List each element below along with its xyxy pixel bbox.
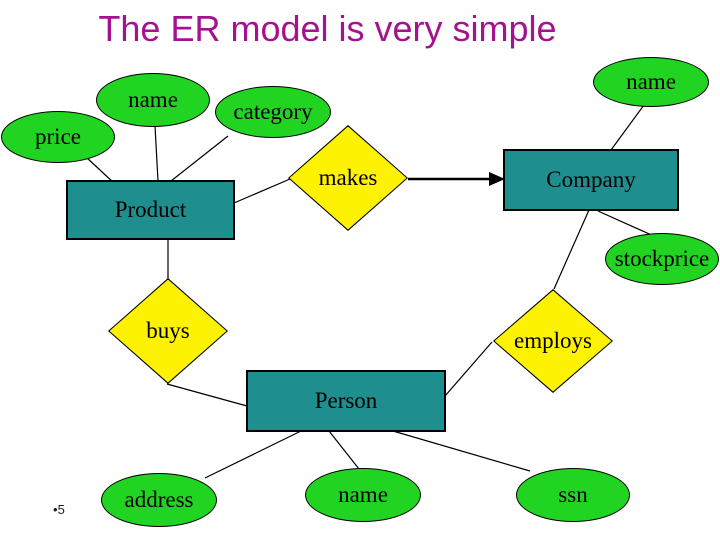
line-company-employs <box>553 209 590 290</box>
makes-company-arrow <box>408 172 505 186</box>
attribute-label: name <box>626 69 676 94</box>
slide-title: The ER model is very simple <box>98 8 557 49</box>
page-bullet: • <box>53 502 58 517</box>
page-number: •5 <box>53 502 65 517</box>
relationship-label: buys <box>146 318 190 343</box>
attribute-name-company: name <box>593 57 709 107</box>
attribute-label: name <box>338 482 388 507</box>
page-value: 5 <box>57 502 65 517</box>
attribute-label: ssn <box>558 482 588 507</box>
relationship-label: makes <box>318 165 378 190</box>
entity-product: Product <box>66 180 235 240</box>
line-person-ssn <box>392 430 531 472</box>
entity-label: Person <box>314 388 378 413</box>
line-product-makes <box>233 178 291 204</box>
relationship-label: employs <box>514 328 592 353</box>
attribute-price: price <box>1 111 115 163</box>
attribute-name-product: name <box>96 73 210 127</box>
line-company-stockprice <box>597 210 657 238</box>
attribute-label: stockprice <box>614 246 710 271</box>
attribute-label: category <box>233 99 313 124</box>
line-person-nameperson <box>328 430 360 470</box>
line-namecompany-company <box>610 104 645 151</box>
entity-label: Product <box>114 197 187 222</box>
attribute-label: name <box>128 87 178 112</box>
line-person-address <box>204 430 302 479</box>
attribute-label: address <box>124 487 194 512</box>
line-person-employs <box>444 341 493 397</box>
attribute-ssn: ssn <box>516 468 630 522</box>
attribute-category: category <box>215 86 331 138</box>
line-nameproduct-product <box>154 125 159 182</box>
line-price-product <box>85 156 116 185</box>
entity-label: Company <box>546 167 636 192</box>
attribute-address: address <box>101 473 217 527</box>
attribute-name-person: name <box>305 468 421 522</box>
entity-person: Person <box>246 370 446 432</box>
attribute-label: price <box>35 124 81 149</box>
line-buys-person <box>166 383 248 407</box>
entity-company: Company <box>503 149 679 211</box>
attribute-stockprice: stockprice <box>605 233 719 285</box>
line-category-product <box>170 135 229 182</box>
